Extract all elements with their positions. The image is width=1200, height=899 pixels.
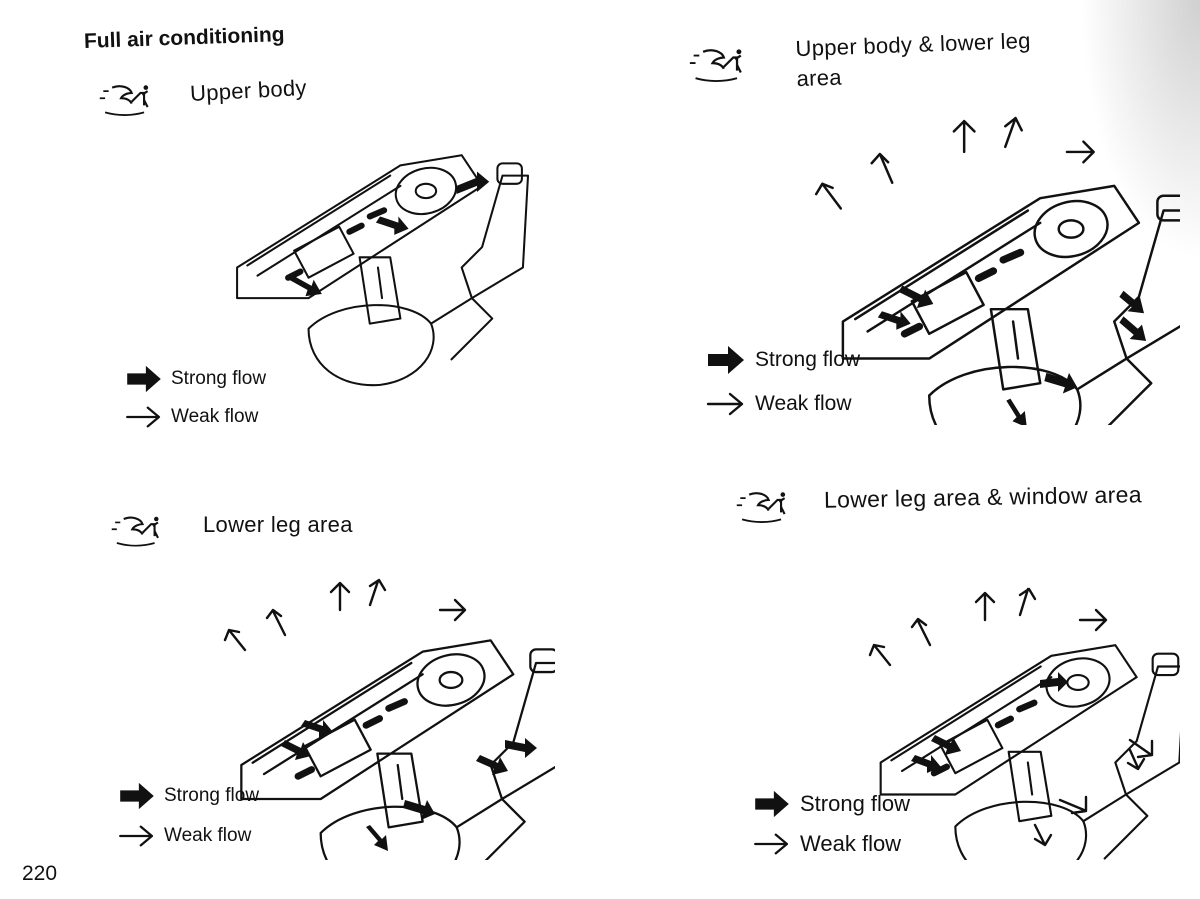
section-heading-upper-body-lower-leg: Upper body & lower leg area — [795, 26, 1032, 94]
strong-flow-arrow-icon — [752, 790, 792, 818]
section-heading-lower-leg: Lower leg area — [203, 510, 353, 540]
section-heading-lower-leg-window: Lower leg area & window area — [824, 479, 1142, 516]
page-title: Full air conditioning — [84, 23, 285, 54]
lower-leg-mode-icon — [110, 512, 170, 550]
strong-flow-arrow-icon — [125, 365, 163, 393]
upper-body-mode-icon — [98, 80, 160, 120]
legend-upper-body: Strong flow Weak flow — [125, 360, 266, 436]
strong-flow-arrow-icon — [705, 345, 747, 375]
legend-upper-body-lower-leg: Strong flow Weak flow — [705, 338, 860, 426]
weak-flow-arrow-icon — [118, 822, 156, 850]
strong-flow-arrow-icon — [289, 276, 322, 296]
legend-strong-label: Strong flow — [800, 791, 910, 817]
car-interior-figure-upper-body-lower-leg — [810, 105, 1180, 425]
legend-lower-leg-window: Strong flow Weak flow — [752, 784, 910, 864]
legend-weak-label: Weak flow — [171, 406, 258, 428]
strong-flow-arrow-icon — [118, 782, 156, 810]
legend-weak-label: Weak flow — [800, 831, 901, 857]
strong-flow-arrow-icon — [376, 216, 409, 234]
weak-flow-arrow-icon — [125, 403, 163, 431]
weak-flow-arrow-icon — [752, 830, 792, 858]
legend-weak-label: Weak flow — [164, 825, 251, 847]
upper-body-lower-leg-mode-icon — [688, 45, 754, 85]
lower-leg-window-mode-icon — [735, 488, 797, 526]
legend-strong-label: Strong flow — [164, 785, 259, 807]
section-heading-upper-body: Upper body — [189, 73, 307, 109]
legend-lower-leg: Strong flow Weak flow — [118, 776, 259, 856]
legend-strong-label: Strong flow — [171, 368, 266, 390]
weak-flow-arrow-icon — [705, 389, 747, 419]
car-interior-figure-lower-leg — [215, 570, 555, 860]
car-interior-figure-upper-body — [225, 145, 535, 390]
legend-weak-label: Weak flow — [755, 392, 851, 416]
legend-strong-label: Strong flow — [755, 348, 860, 372]
page-number: 220 — [22, 862, 57, 886]
